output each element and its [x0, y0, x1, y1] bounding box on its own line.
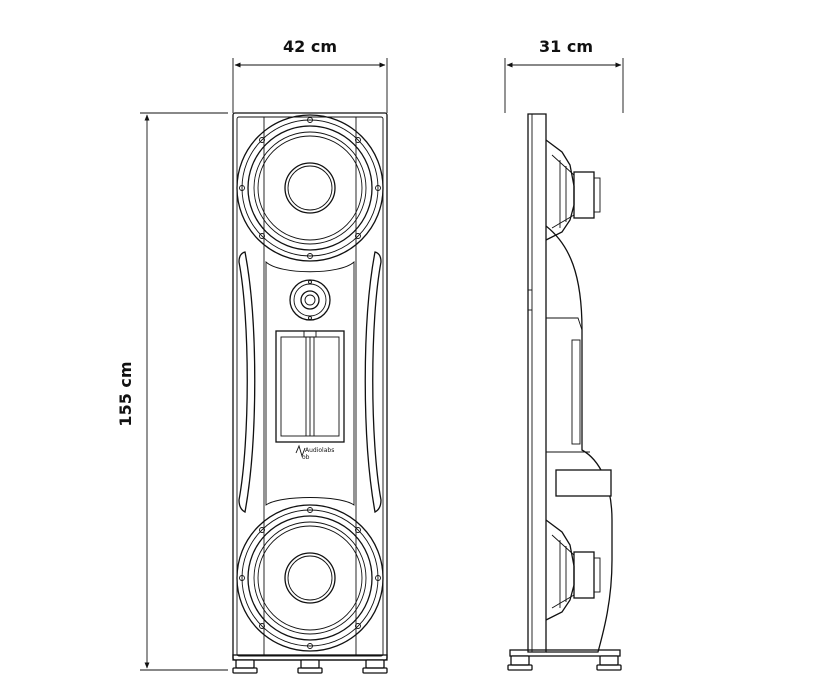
- side-view: [507, 113, 622, 671]
- ribbon-midrange: [275, 330, 345, 443]
- logo-line2: ob: [302, 454, 310, 461]
- terminal-block: [555, 469, 612, 497]
- front-view: Audiolabs ob: [232, 112, 388, 674]
- width-label: 42 cm: [283, 37, 337, 56]
- brand-logo: Audiolabs ob: [295, 444, 334, 461]
- right-port: [364, 251, 382, 513]
- side-top-driver: [545, 139, 601, 241]
- height-label: 155 cm: [116, 361, 135, 426]
- height-dimension: 155 cm: [116, 112, 228, 671]
- side-feet: [507, 655, 622, 671]
- front-feet: [232, 659, 388, 674]
- top-woofer: [236, 114, 384, 262]
- bottom-woofer: [236, 504, 384, 652]
- logo-line1: Audiolabs: [305, 447, 334, 454]
- tweeter: [289, 279, 331, 321]
- side-bottom-driver: [545, 519, 601, 621]
- depth-label: 31 cm: [539, 37, 593, 56]
- left-port: [238, 251, 256, 513]
- width-dimension: 42 cm: [232, 37, 388, 113]
- depth-dimension: 31 cm: [504, 37, 624, 113]
